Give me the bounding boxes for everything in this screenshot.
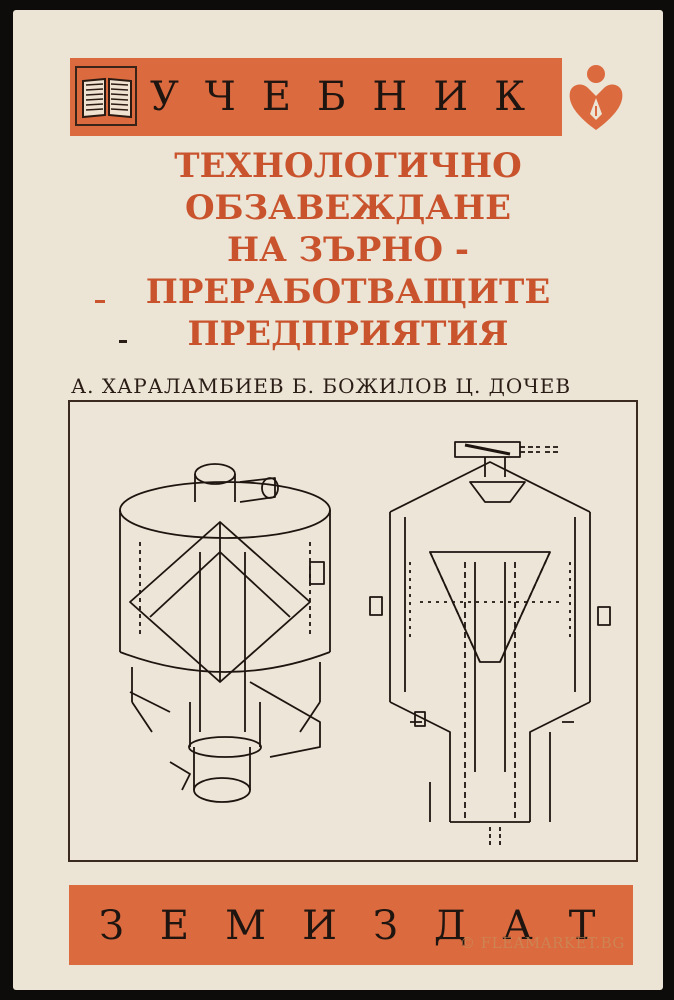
- title-dash-mark: [95, 300, 105, 303]
- publisher-band: ЗЕМИЗДАТ: [69, 885, 633, 965]
- technical-drawing-svg: [119, 441, 611, 847]
- heart-pen-emblem-icon: [569, 65, 623, 130]
- cross-section-drawing: [369, 441, 611, 847]
- series-label: УЧЕБНИК: [150, 74, 552, 120]
- book-cover: УЧЕБНИК ТЕХНОЛОГИЧНО ОБЗАВЕЖДАНЕ НА ЗЪРН…: [13, 10, 663, 990]
- publisher-name: ЗЕМИЗДАТ: [99, 903, 632, 949]
- title-line-3: НА ЗЪРНО -: [227, 230, 469, 270]
- emblem-box: [562, 58, 630, 136]
- book-icon-box: [75, 66, 137, 126]
- title-line-2: ОБЗАВЕЖДАНЕ: [184, 188, 512, 228]
- title-line-1: ТЕХНОЛОГИЧНО: [174, 146, 522, 186]
- isometric-machine-drawing: [119, 463, 331, 803]
- watermark-text: © FLEAMARKET.BG: [460, 934, 625, 952]
- title-line-5: ПРЕДПРИЯТИЯ: [187, 314, 509, 354]
- book-title: ТЕХНОЛОГИЧНО ОБЗАВЕЖДАНЕ НА ЗЪРНО - ПРЕР…: [113, 145, 583, 355]
- series-band: УЧЕБНИК: [70, 58, 630, 136]
- book-icon: [82, 77, 132, 119]
- title-dash-mark: [119, 340, 127, 343]
- title-line-4: ПРЕРАБОТВАЩИТЕ: [145, 272, 551, 312]
- authors-line: А. ХАРАЛАМБИЕВ Б. БОЖИЛОВ Ц. ДОЧЕВ: [71, 374, 572, 398]
- technical-drawing: [68, 400, 638, 862]
